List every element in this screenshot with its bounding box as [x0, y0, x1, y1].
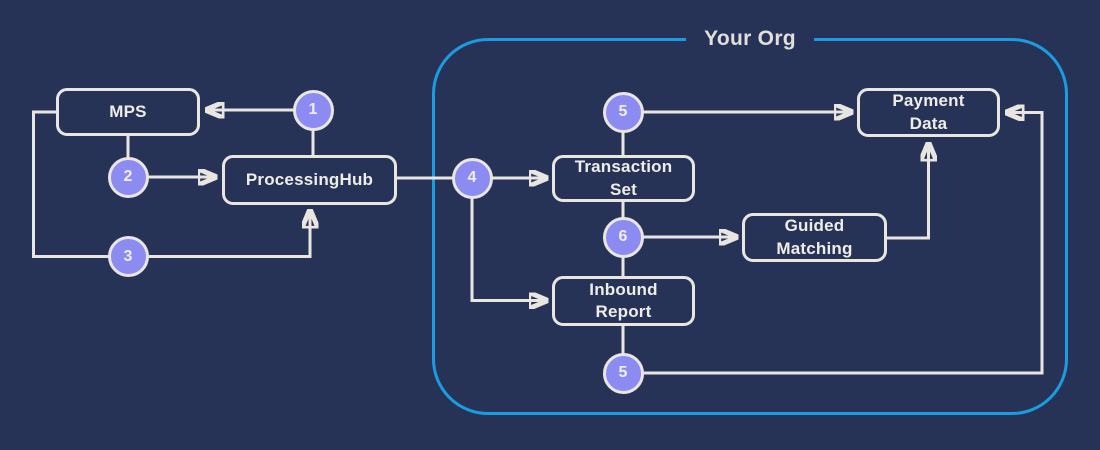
step-marker-5-bottom-number: 5: [618, 364, 628, 381]
step-marker-5-bottom: 5: [602, 352, 644, 394]
node-transaction-set: Transaction Set: [552, 155, 695, 202]
org-boundary-box: Your Org: [432, 25, 1068, 415]
step-marker-2: 2: [107, 156, 149, 198]
node-payment-data-label: Payment Data: [892, 91, 965, 133]
node-mps: MPS: [56, 88, 200, 136]
step-marker-3-number: 3: [123, 247, 133, 265]
step-marker-5-top: 5: [602, 91, 644, 133]
node-mps-label: MPS: [109, 101, 147, 121]
step-marker-6: 6: [602, 216, 644, 258]
step-marker-4-number: 4: [467, 169, 477, 186]
node-payment-data: Payment Data: [857, 88, 1000, 137]
step-marker-6-number: 6: [618, 228, 628, 245]
node-processing-hub-label: ProcessingHub: [245, 169, 374, 189]
node-guided-matching-label: Guided Matching: [776, 216, 853, 258]
step-marker-1-number: 1: [308, 101, 318, 118]
node-guided-matching: Guided Matching: [742, 213, 887, 262]
node-transaction-set-label: Transaction Set: [574, 157, 673, 199]
step-marker-1: 1: [292, 89, 334, 131]
org-boundary-label: Your Org: [686, 25, 814, 53]
node-processing-hub: ProcessingHub: [222, 155, 397, 205]
step-marker-3: 3: [107, 236, 149, 277]
step-marker-2-number: 2: [123, 168, 133, 185]
node-inbound-report: Inbound Report: [552, 276, 695, 326]
node-inbound-report-label: Inbound Report: [589, 279, 658, 321]
step-marker-4: 4: [451, 157, 493, 199]
step-marker-5-top-number: 5: [618, 103, 628, 120]
